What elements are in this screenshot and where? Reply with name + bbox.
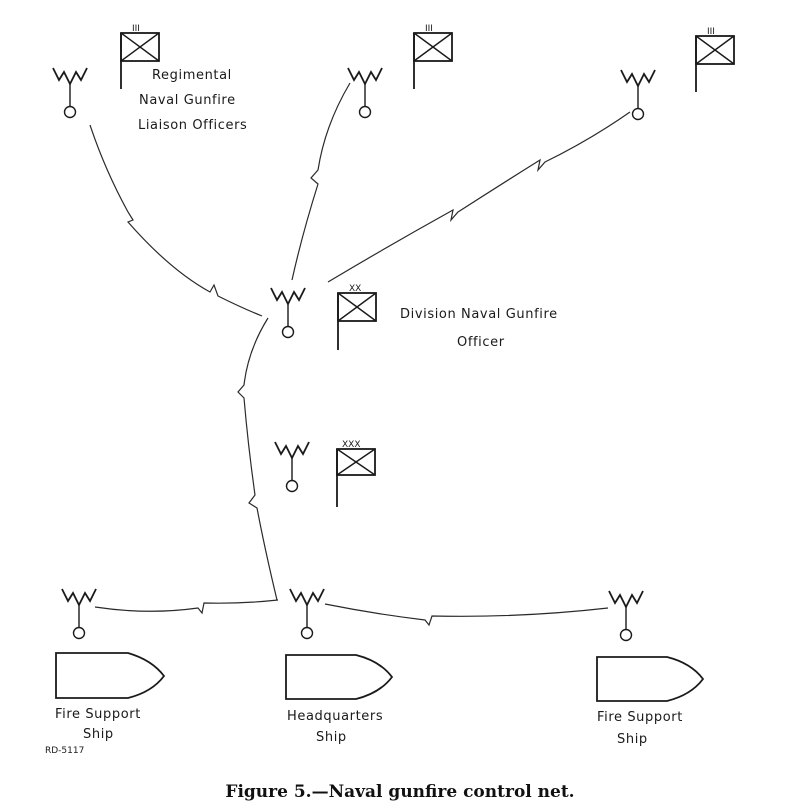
radio-stations [52,67,656,642]
echelon-mark-regiment: III [707,27,715,37]
division-label-line-2: Officer [457,335,505,350]
radio-antenna-icon [289,588,325,640]
radio-antenna-icon [61,588,97,640]
ship-right-label-line-2: Ship [617,732,648,747]
radio-links [89,82,631,627]
fire-support-ship-icon [55,652,166,699]
ship-center-label-line-1: Headquarters [287,709,383,724]
corps-flag-icon: XXX [336,440,376,507]
echelon-mark-regiment: III [132,24,140,34]
regiment-flag-icon: III [695,27,735,92]
link-regiment-center-to-division [291,82,351,281]
link-headquarters-to-right-ship [324,603,609,627]
echelon-mark-division: XX [349,284,361,294]
link-division-to-headquarters-ship [237,317,278,601]
echelon-mark-corps: XXX [342,440,361,450]
radio-antenna-icon [270,287,306,339]
regimental-label-line-2: Naval Gunfire [139,93,236,108]
labels: Regimental Naval Gunfire Liaison Officer… [45,68,683,756]
regiment-flag-icon: III [120,24,160,89]
reference-code: RD-5117 [45,746,84,756]
fire-support-ship-icon [596,656,705,702]
radio-antenna-icon [608,590,644,642]
ship-left-label-line-2: Ship [83,727,114,742]
unit-flags: III III III XX [120,24,735,507]
radio-antenna-icon [274,441,310,493]
headquarters-ship-icon [285,654,394,700]
ship-symbols [55,652,705,702]
division-flag-icon: XX [337,284,377,350]
radio-antenna-icon [52,67,88,119]
ship-right-label-line-1: Fire Support [597,710,683,725]
figure-caption: Figure 5.—Naval gunfire control net. [225,782,574,802]
ship-left-label-line-1: Fire Support [55,707,141,722]
link-regiment-left-to-division [89,124,263,317]
radio-antenna-icon [620,69,656,121]
link-regiment-right-to-division [327,111,631,283]
radio-antenna-icon [347,67,383,119]
link-headquarters-to-left-ship [94,599,279,615]
division-label-line-1: Division Naval Gunfire [400,307,558,322]
regiment-flag-icon: III [413,24,453,89]
regimental-label-line-1: Regimental [152,68,232,83]
echelon-mark-regiment: III [425,24,433,34]
ship-center-label-line-2: Ship [316,730,347,745]
regimental-label-line-3: Liaison Officers [138,118,247,133]
